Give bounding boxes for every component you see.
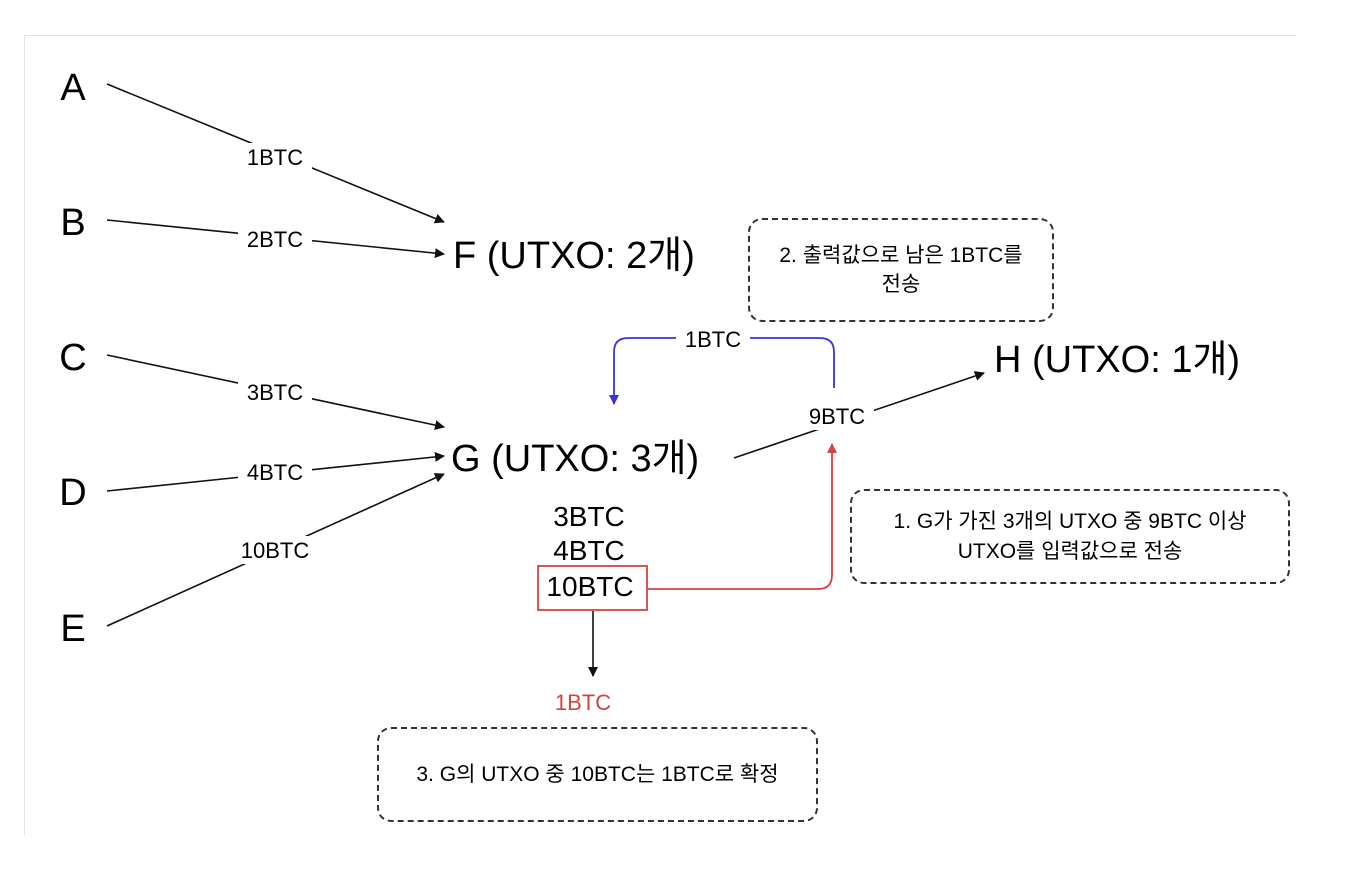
label-bg-b-f <box>238 225 312 253</box>
g-utxo-3btc: 3BTC <box>553 501 625 532</box>
node-e: E <box>60 608 85 650</box>
note-confirmation: 3. G의 UTXO 중 10BTC는 1BTC로 확정 <box>377 727 818 822</box>
label-g-h: 9BTC <box>809 404 865 429</box>
label-result: 1BTC <box>555 690 611 715</box>
label-b-f: 2BTC <box>247 227 303 252</box>
note-confirmation-text: 3. G의 UTXO 중 10BTC는 1BTC로 확정 <box>416 762 779 786</box>
label-d-g: 4BTC <box>247 460 303 485</box>
node-d: D <box>59 472 86 514</box>
node-b: B <box>60 202 85 244</box>
label-change: 1BTC <box>685 327 741 352</box>
note-change-line1: 2. 출력값으로 남은 1BTC를 <box>779 243 1023 267</box>
utxo-10btc-highlight-box <box>537 565 648 611</box>
note-input-selection: 1. G가 가진 3개의 UTXO 중 9BTC 이상 UTXO를 입력값으로 … <box>850 489 1290 584</box>
edge-input-red <box>648 443 837 590</box>
note-input-line2: UTXO를 입력값으로 전송 <box>957 539 1183 563</box>
node-a: A <box>60 67 86 109</box>
label-bg-c-g <box>238 378 312 406</box>
label-bg-e-g <box>232 536 318 564</box>
label-bg-a-f <box>238 143 312 171</box>
label-c-g: 3BTC <box>247 380 303 405</box>
node-c: C <box>59 337 86 379</box>
note-change-line2: 전송 <box>881 273 921 296</box>
label-a-f: 1BTC <box>247 145 303 170</box>
g-utxo-10btc: 10BTC <box>546 571 633 602</box>
node-h: H (UTXO: 1개) <box>994 339 1240 381</box>
node-f: F (UTXO: 2개) <box>453 235 695 277</box>
label-bg-d-g <box>238 458 312 486</box>
g-utxo-4btc: 4BTC <box>553 535 625 566</box>
label-bg-change <box>676 325 750 353</box>
label-e-g: 10BTC <box>241 538 310 563</box>
frame-left-border <box>24 35 25 835</box>
node-g: G (UTXO: 3개) <box>451 438 699 480</box>
label-bg-g-h <box>800 402 874 430</box>
note-input-line1: 1. G가 가진 3개의 UTXO 중 9BTC 이상 <box>893 510 1247 534</box>
note-change-output: 2. 출력값으로 남은 1BTC를 전송 <box>748 218 1054 322</box>
frame-top-border <box>24 35 1296 36</box>
